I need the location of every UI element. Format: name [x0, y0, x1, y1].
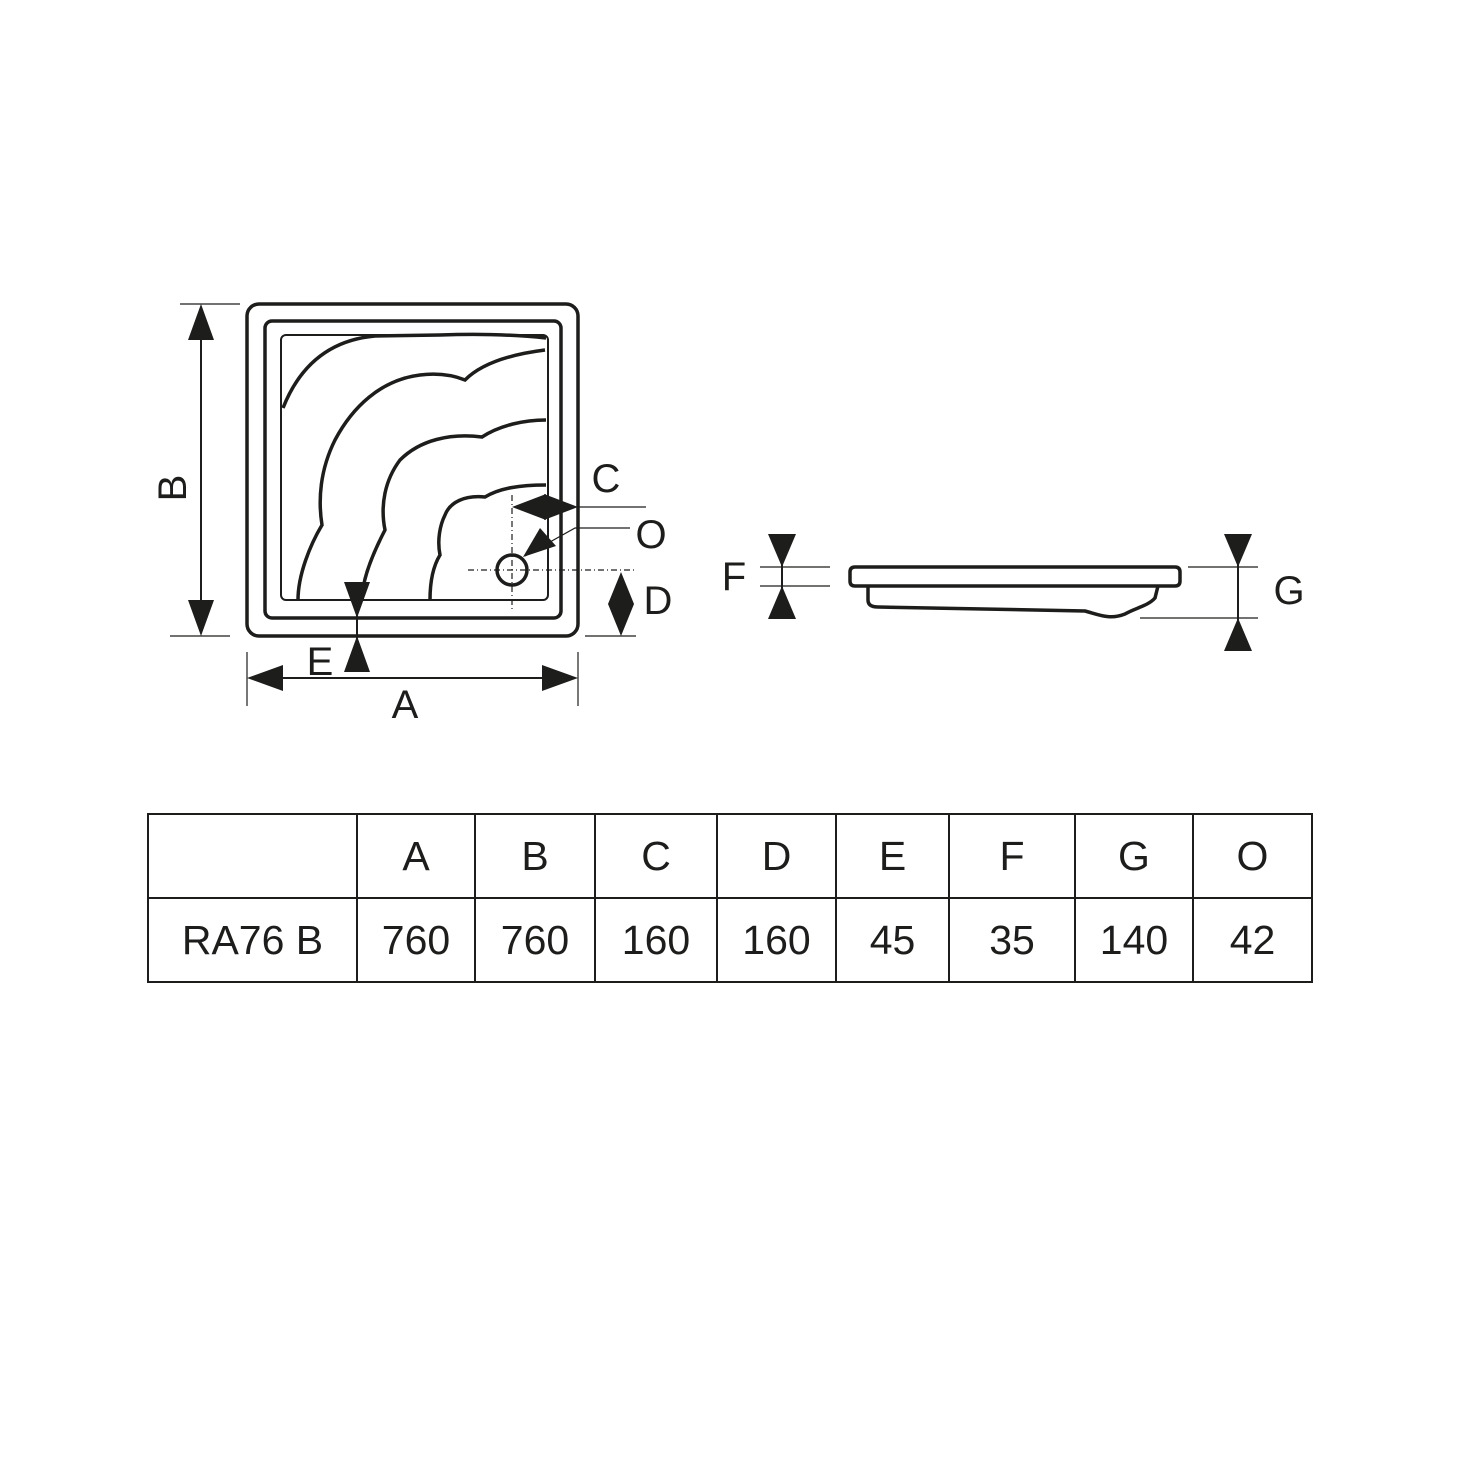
dim-o-arrow — [523, 528, 556, 557]
value-cell-b: 760 — [474, 897, 596, 983]
dim-f-arrow-bottom — [768, 586, 796, 619]
dim-b-arrow-top — [188, 304, 214, 340]
model-cell: RA76 B — [147, 897, 358, 983]
dim-d-label: D — [644, 579, 673, 623]
dim-o-label: O — [635, 513, 666, 557]
dim-a-arrow-right — [542, 665, 578, 691]
dim-e-label: E — [307, 640, 334, 684]
header-cell-b: B — [474, 813, 596, 899]
tray-outer-rim — [245, 302, 580, 638]
value-cell-f: 35 — [948, 897, 1076, 983]
dim-b-arrow-bottom — [188, 600, 214, 636]
tray-inner-rim — [263, 319, 563, 620]
table-row: RA76 B 760 760 160 160 45 35 140 42 — [147, 897, 1313, 983]
header-cell-f: F — [948, 813, 1076, 899]
dim-b-label: B — [151, 475, 195, 502]
dim-c-arrow-left — [512, 494, 546, 520]
header-cell-empty — [147, 813, 358, 899]
value-cell-o: 42 — [1192, 897, 1313, 983]
value-cell-e: 45 — [835, 897, 950, 983]
dim-c-arrow-right — [544, 494, 578, 520]
dim-a-label: A — [392, 683, 419, 727]
header-cell-c: C — [594, 813, 718, 899]
dim-d-arrow-bottom — [608, 604, 634, 636]
header-cell-a: A — [356, 813, 476, 899]
dim-f-arrow-top — [768, 534, 796, 567]
value-cell-a: 760 — [356, 897, 476, 983]
dim-e-arrow-top — [344, 582, 370, 618]
dim-g-label: G — [1273, 569, 1304, 613]
side-view: F G — [722, 534, 1305, 651]
wave-arc-4 — [428, 483, 547, 601]
value-cell-c: 160 — [594, 897, 718, 983]
header-cell-e: E — [835, 813, 950, 899]
wave-arc-3 — [360, 418, 547, 601]
dim-d-arrow-top — [608, 572, 634, 604]
tray-side-body — [866, 585, 1160, 619]
header-cell-o: O — [1192, 813, 1313, 899]
dim-f-label: F — [722, 555, 746, 599]
value-cell-g: 140 — [1074, 897, 1194, 983]
table-header-row: A B C D E F G O — [147, 813, 1313, 899]
dimension-table: A B C D E F G O RA76 B 760 760 160 160 4… — [147, 813, 1313, 983]
header-cell-d: D — [716, 813, 837, 899]
dim-g-arrow-top — [1224, 534, 1252, 567]
header-cell-g: G — [1074, 813, 1194, 899]
dim-g-arrow-bottom — [1224, 618, 1252, 651]
plan-view: B A E C O D — [151, 302, 673, 727]
dim-a-arrow-left — [247, 665, 283, 691]
dim-e-arrow-bottom — [344, 636, 370, 672]
dim-c-label: C — [592, 457, 621, 501]
tray-side-top — [848, 565, 1182, 588]
value-cell-d: 160 — [716, 897, 837, 983]
wave-arc-1 — [281, 332, 547, 409]
wave-arc-2 — [296, 348, 546, 601]
